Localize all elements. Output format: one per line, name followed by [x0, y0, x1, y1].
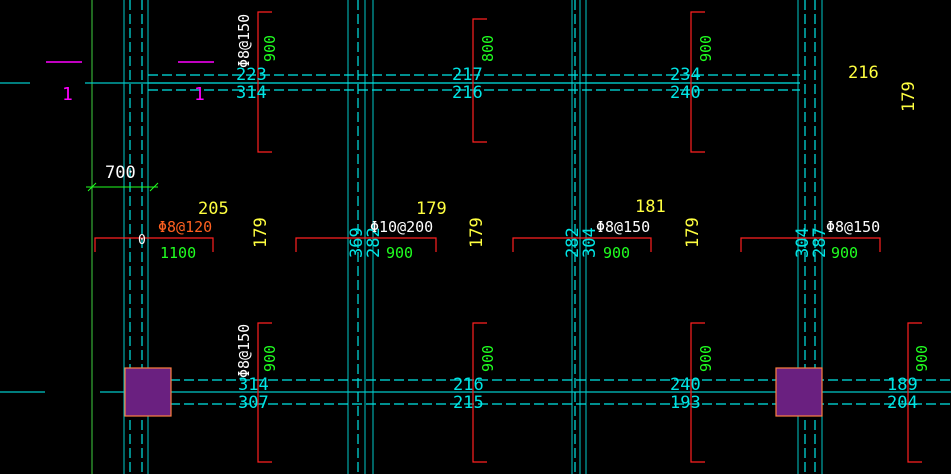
dimension-line	[86, 182, 159, 192]
beam-value-vert-5[interactable]: 304	[793, 227, 813, 258]
rebar-mid-4[interactable]	[740, 237, 881, 252]
slab-value-205[interactable]: 205	[198, 199, 229, 219]
slab-value-179-c[interactable]: 179	[467, 217, 487, 248]
rebar-spec-mid-3[interactable]: Φ8@150	[596, 218, 650, 236]
beam-value-bot-7[interactable]: 189	[887, 375, 918, 395]
section-mark-2-label[interactable]: 1	[194, 84, 205, 105]
rebar-top-1[interactable]	[257, 11, 272, 153]
rebar-mid-2[interactable]	[295, 237, 437, 252]
rebar-bot-3[interactable]	[690, 322, 705, 463]
beam-value-top-3[interactable]: 217	[452, 65, 483, 85]
rebar-spec-bottom[interactable]: Φ8@150	[235, 324, 253, 378]
slab-value-216[interactable]: 216	[848, 63, 879, 83]
slab-value-179-d[interactable]: 179	[683, 217, 703, 248]
rebar-length-bot-1[interactable]: 900	[261, 345, 279, 372]
rebar-length-mid-4[interactable]: 900	[831, 244, 858, 262]
slab-value-179-a[interactable]: 179	[251, 217, 271, 248]
rebar-length-bot-3[interactable]: 900	[697, 345, 715, 372]
rebar-length-bot-2[interactable]: 900	[479, 345, 497, 372]
beam-value-vert-1[interactable]: 369	[347, 227, 367, 258]
rebar-length-top-2[interactable]: 800	[479, 35, 497, 62]
rebar-length-top-1[interactable]: 900	[261, 35, 279, 62]
beam-value-bot-2[interactable]: 307	[238, 393, 269, 413]
circle-label[interactable]: 0	[138, 233, 146, 248]
rebar-length-bot-4[interactable]: 900	[913, 345, 931, 372]
beam-value-vert-6[interactable]: 287	[810, 227, 830, 258]
slab-value-179-right[interactable]: 179	[899, 81, 919, 112]
slab-value-181[interactable]: 181	[635, 197, 666, 217]
beam-value-bot-1[interactable]: 314	[238, 375, 269, 395]
slab-values: 216 179 205 179 179 179 181 179	[198, 63, 919, 248]
rebar-length-top-3[interactable]: 900	[697, 35, 715, 62]
rebar-mid-1[interactable]	[94, 237, 214, 252]
rebar-length-mid-3[interactable]: 900	[603, 244, 630, 262]
column-right[interactable]	[775, 367, 823, 417]
rebar-lengths: 900 800 900 1100 900 900 900 900 900 900…	[160, 35, 931, 372]
dimension-tick-right	[149, 182, 159, 192]
beam-value-top-1[interactable]: 223	[236, 65, 267, 85]
beam-value-bot-8[interactable]: 204	[887, 393, 918, 413]
beam-value-top-6[interactable]: 240	[670, 83, 701, 103]
rebar-length-mid-2[interactable]: 900	[386, 244, 413, 262]
beam-values: 223 314 217 216 234 240 314 307 216 215 …	[236, 65, 918, 413]
beam-value-bot-4[interactable]: 215	[453, 393, 484, 413]
rebar-specs: Φ8@150 Φ8@150 Φ8@120 Φ10@200 Φ8@150 Φ8@1…	[158, 14, 880, 378]
slab-value-179-b[interactable]: 179	[416, 199, 447, 219]
dimension-tick-left	[87, 182, 97, 192]
beam-value-bot-6[interactable]: 193	[670, 393, 701, 413]
beam-value-top-5[interactable]: 234	[670, 65, 701, 85]
rebar-top-3[interactable]	[690, 11, 705, 153]
rebar-length-mid-1[interactable]: 1100	[160, 244, 196, 262]
beam-value-top-2[interactable]: 314	[236, 83, 267, 103]
dimension-text[interactable]: 700	[105, 163, 136, 183]
rebar-spec-mid-left[interactable]: Φ8@120	[158, 218, 212, 236]
columns	[124, 367, 823, 417]
rebar-spec-mid-2[interactable]: Φ10@200	[370, 218, 433, 236]
rebar-mid-3[interactable]	[512, 237, 652, 252]
rebar-bot-4[interactable]	[907, 322, 922, 463]
column-left[interactable]	[124, 367, 172, 417]
section-mark-1-label[interactable]: 1	[62, 84, 73, 105]
beam-value-vert-3[interactable]: 282	[563, 227, 583, 258]
beam-value-vert-4[interactable]: 304	[580, 227, 600, 258]
rebar-spec-top[interactable]: Φ8@150	[235, 14, 253, 68]
rebar-spec-mid-4[interactable]: Φ8@150	[826, 218, 880, 236]
beam-value-vert-2[interactable]: 282	[364, 227, 384, 258]
rebar-bot-2[interactable]	[472, 322, 487, 463]
beam-value-top-4[interactable]: 216	[452, 83, 483, 103]
rebar-brackets	[94, 11, 922, 463]
beam-value-bot-3[interactable]: 216	[453, 375, 484, 395]
rebar-top-2[interactable]	[472, 18, 487, 143]
beam-value-bot-5[interactable]: 240	[670, 375, 701, 395]
rebar-bot-1[interactable]	[257, 322, 272, 463]
